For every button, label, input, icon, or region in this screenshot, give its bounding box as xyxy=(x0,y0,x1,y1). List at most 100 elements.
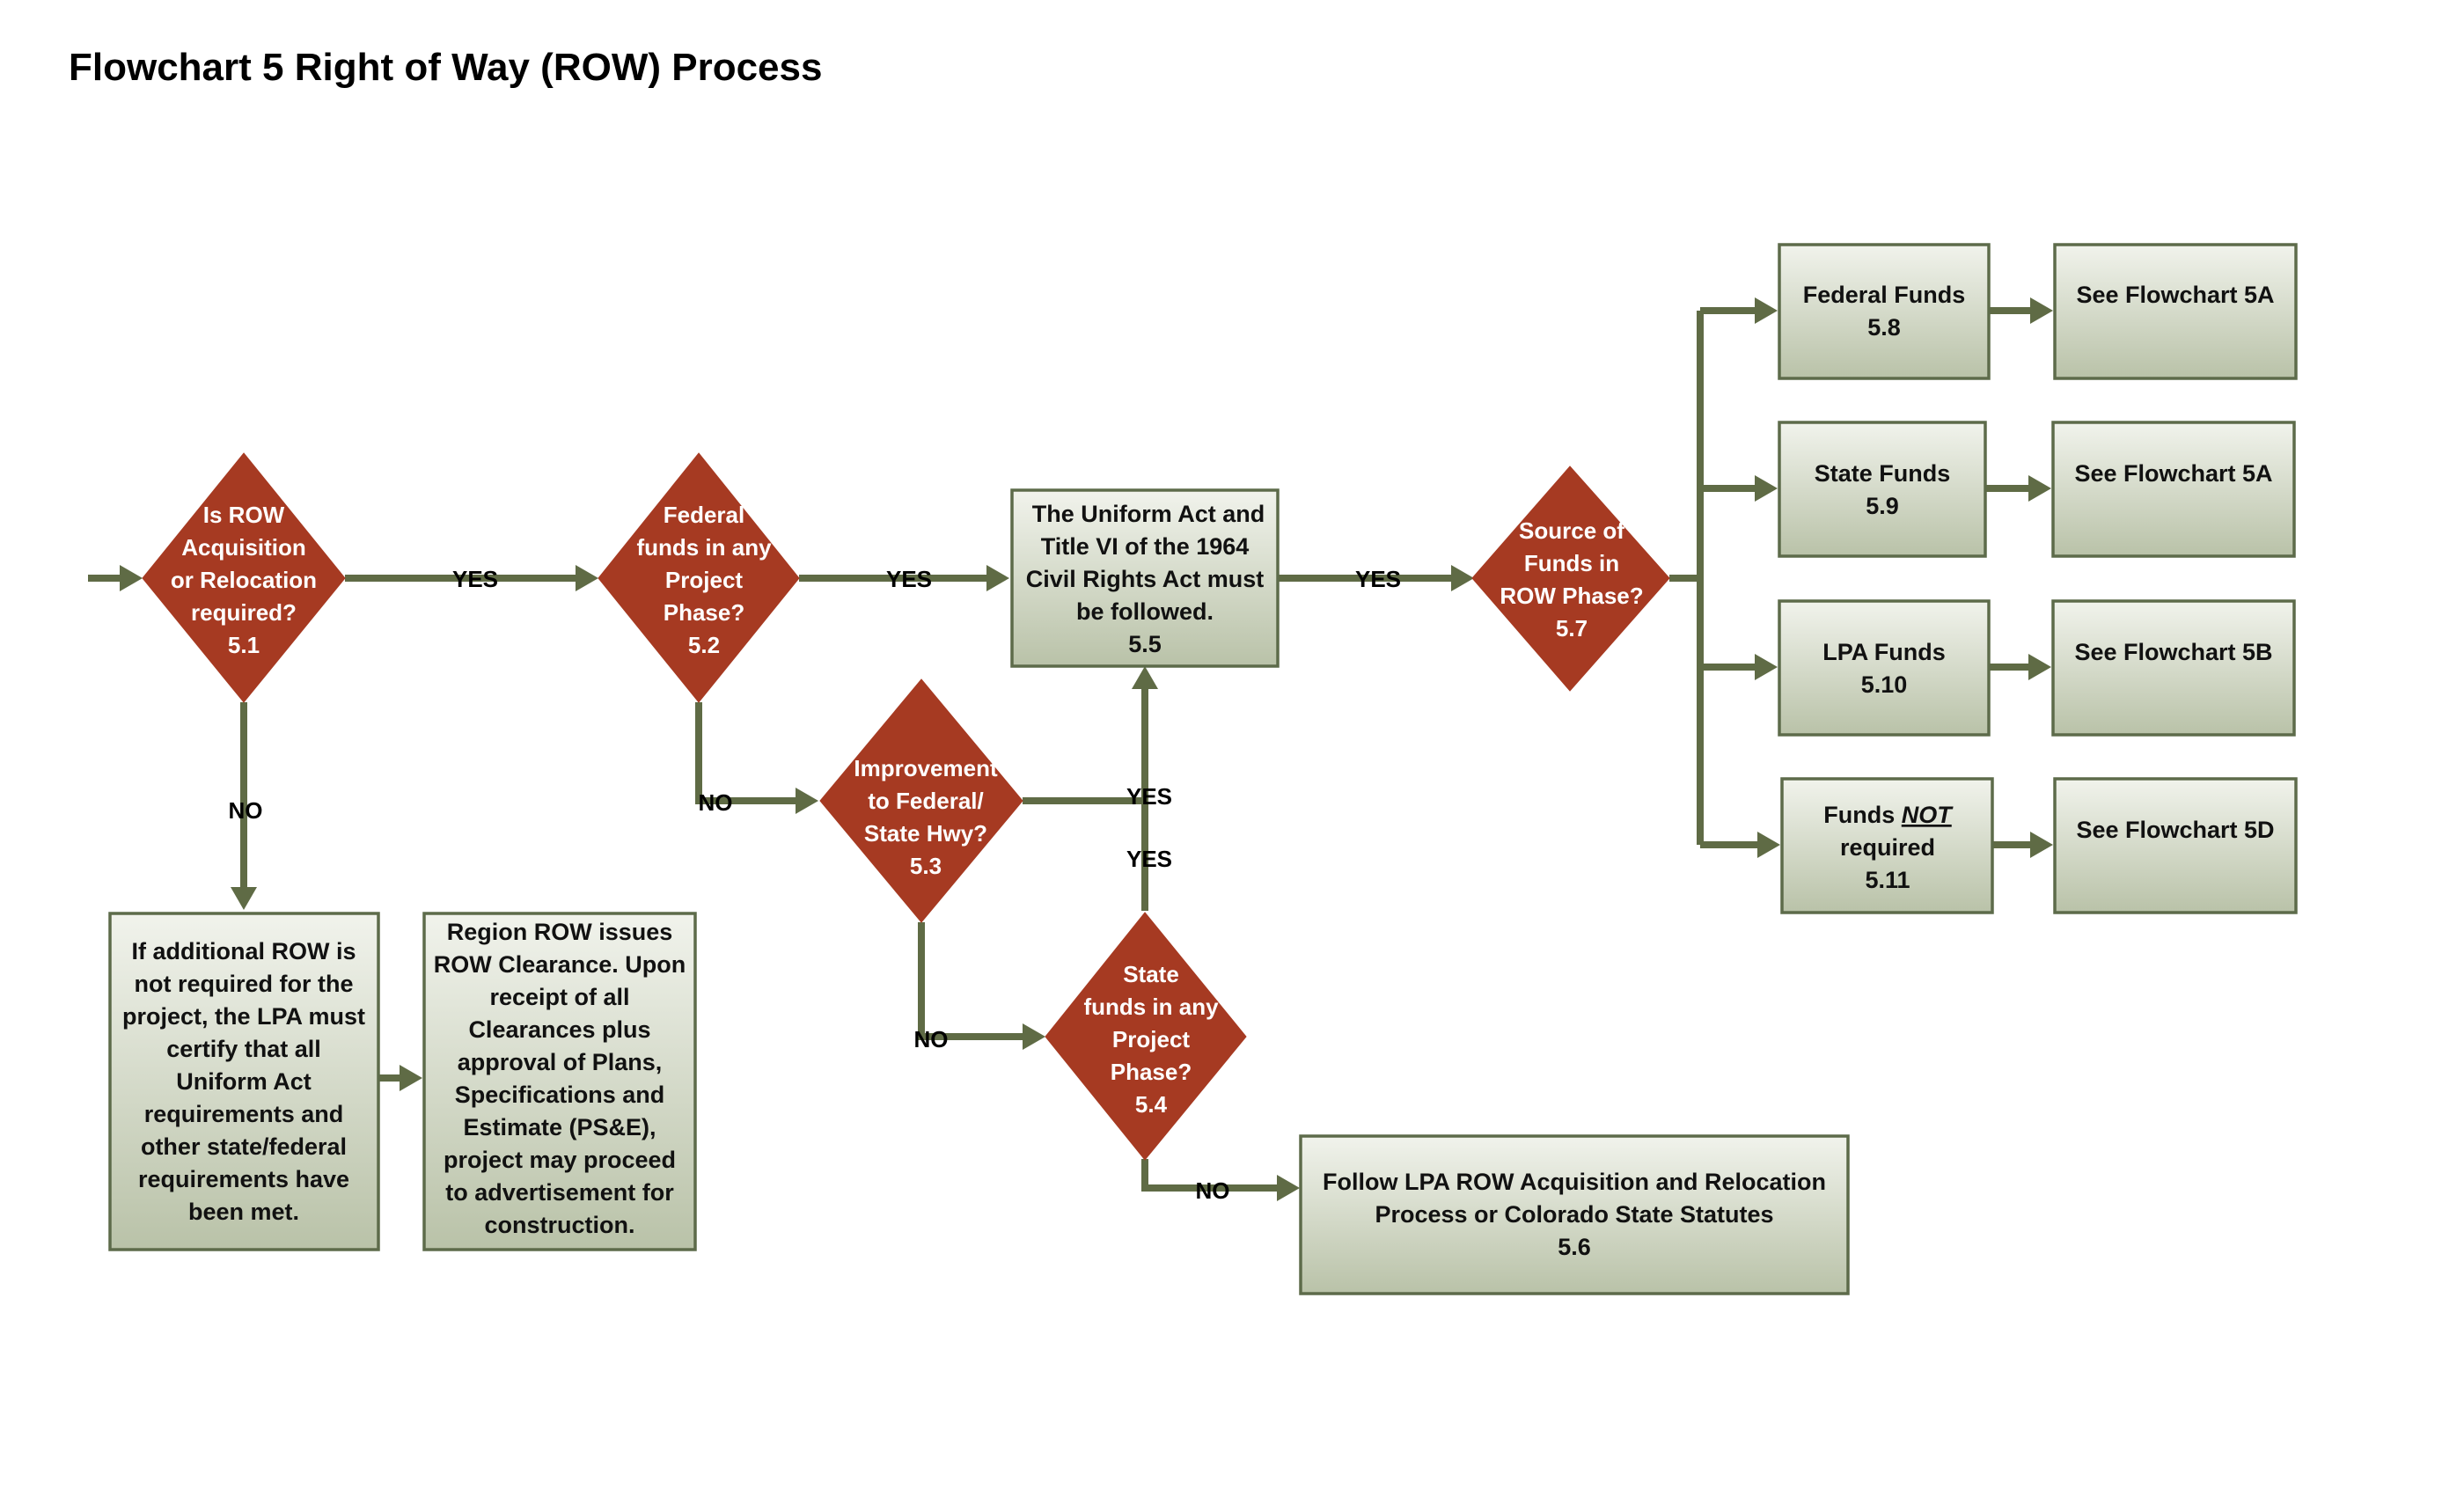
arrowhead xyxy=(2030,832,2053,858)
decision-text-line: funds in any xyxy=(636,534,772,561)
decision-text-line: Source of xyxy=(1519,517,1624,544)
arrowhead xyxy=(1451,565,1474,591)
process-text-line: Clearances plus xyxy=(468,1016,650,1043)
process-5-6 xyxy=(1299,1134,1850,1295)
decision-text-line: funds in any xyxy=(1083,994,1219,1020)
process-5-10 xyxy=(1778,599,1991,737)
decisions: Is ROW Acquisition or Relocation require… xyxy=(142,452,1670,1161)
connector-5-4-to-5-6 xyxy=(1141,1159,1278,1192)
arrowhead xyxy=(231,887,257,910)
decision-5-7-text: Source of Funds in ROW Phase? 5.7 xyxy=(1500,517,1643,642)
edge-label-no: NO xyxy=(914,1026,949,1052)
decision-5-3-text: Improvement to Federal/ State Hwy? 5.3 xyxy=(854,755,998,879)
decision-5-2 xyxy=(598,452,800,703)
process-certify-text: If additional ROW is not required for th… xyxy=(122,938,365,1225)
decision-text-line: Funds in xyxy=(1524,550,1619,576)
see-flowchart-5a-label: See Flowchart 5A xyxy=(2074,460,2272,487)
decision-5-3 xyxy=(819,678,1023,923)
process-5-5-text: The Uniform Act and Title VI of the 1964… xyxy=(1026,501,1265,657)
see-flowchart-5b-box xyxy=(2051,599,2296,737)
arrowhead xyxy=(796,788,818,814)
arrowhead xyxy=(1755,297,1778,324)
process-text-line: Federal Funds xyxy=(1803,282,1966,308)
decision-text-line: Acquisition xyxy=(181,534,306,561)
process-certify xyxy=(108,912,380,1251)
edge-label-no: NO xyxy=(1196,1177,1230,1204)
edge-label-no: NO xyxy=(229,797,263,824)
process-text-line: Title VI of the 1964 xyxy=(1041,533,1250,560)
decision-text-line: 5.4 xyxy=(1135,1091,1168,1118)
process-5-8-text: Federal Funds 5.8 xyxy=(1803,282,1966,341)
process-text-line: project may proceed xyxy=(444,1147,676,1173)
edge-label-yes: YES xyxy=(1126,783,1172,810)
see-flowchart-5b-label: See Flowchart 5B xyxy=(2074,639,2272,665)
decision-text-line: Improvement xyxy=(854,755,998,781)
edge-label-yes: YES xyxy=(886,566,932,592)
process-text-line: Estimate (PS&E), xyxy=(463,1114,656,1140)
process-text-line: requirements have xyxy=(138,1166,349,1192)
arrowhead xyxy=(2030,297,2053,324)
process-text-line: ROW Clearance. Upon xyxy=(434,951,686,978)
process-text-line: 5.11 xyxy=(1865,867,1910,893)
process-text-line: 5.5 xyxy=(1128,631,1162,657)
decision-text-line: required? xyxy=(191,599,297,626)
arrowhead xyxy=(986,565,1009,591)
process-text-line: 5.8 xyxy=(1867,314,1901,341)
process-text-line: Process or Colorado State Statutes xyxy=(1375,1201,1773,1228)
decision-text-line: Project xyxy=(665,567,743,593)
process-text-line: 5.6 xyxy=(1558,1234,1591,1260)
process-text-line: The Uniform Act and xyxy=(1032,501,1265,527)
process-text-line: been met. xyxy=(188,1199,299,1225)
connectors xyxy=(88,297,2053,1201)
decision-text-line: ROW Phase? xyxy=(1500,583,1643,609)
process-5-8 xyxy=(1778,243,1991,380)
decision-5-2-text: Federal funds in any Project Phase? 5.2 xyxy=(636,502,772,658)
process-text-line: Follow LPA ROW Acquisition and Relocatio… xyxy=(1323,1169,1826,1195)
process-text-line: required xyxy=(1840,834,1935,861)
process-text-line: approval of Plans, xyxy=(458,1049,663,1075)
decision-text-line: State Hwy? xyxy=(864,820,987,847)
decision-text-line: Phase? xyxy=(664,599,745,626)
edge-labels: YES NO YES NO YES YES NO NO YES xyxy=(229,566,1402,1204)
process-text-line: receipt of all xyxy=(489,984,629,1010)
decision-5-7 xyxy=(1471,466,1670,692)
process-text-line: requirements and xyxy=(144,1101,344,1127)
process-text-line: LPA Funds xyxy=(1822,639,1945,665)
process-5-9-text: State Funds 5.9 xyxy=(1815,460,1951,519)
connector-5-3-to-5-4 xyxy=(918,922,1023,1040)
decision-text-line: State xyxy=(1123,961,1179,987)
arrowhead xyxy=(400,1065,422,1091)
process-text-line: Funds NOT xyxy=(1823,802,1954,828)
see-flowchart-5a-label: See Flowchart 5A xyxy=(2076,282,2274,308)
processes: The Uniform Act and Title VI of the 1964… xyxy=(108,243,2298,1295)
process-5-5 xyxy=(1010,488,1280,668)
edge-label-yes: YES xyxy=(1355,566,1401,592)
process-5-11 xyxy=(1780,777,1994,914)
arrowhead xyxy=(1277,1175,1300,1201)
arrowhead xyxy=(1132,666,1158,689)
process-text-line: Specifications and xyxy=(455,1082,665,1108)
decision-5-1 xyxy=(142,452,346,703)
arrowhead xyxy=(120,565,143,591)
connector-5-2-to-5-3 xyxy=(695,702,796,804)
process-text-line: not required for the xyxy=(135,971,354,997)
edge-label-yes: YES xyxy=(1126,846,1172,872)
process-5-6-text: Follow LPA ROW Acquisition and Relocatio… xyxy=(1323,1169,1826,1260)
decision-text-line: Phase? xyxy=(1111,1059,1192,1085)
see-flowchart-5a-box xyxy=(2051,421,2296,558)
process-text-line: project, the LPA must xyxy=(122,1003,365,1030)
decision-text-line: Federal xyxy=(664,502,745,528)
process-text-line: 5.9 xyxy=(1866,493,1899,519)
process-clearance-text: Region ROW issues ROW Clearance. Upon re… xyxy=(434,919,686,1238)
decision-text-line: 5.7 xyxy=(1556,615,1588,642)
arrowhead xyxy=(2028,654,2051,680)
arrowhead xyxy=(1757,832,1780,858)
process-text-line: Uniform Act xyxy=(176,1068,312,1095)
process-text-line: to advertisement for xyxy=(445,1179,674,1206)
decision-text-line: Project xyxy=(1112,1026,1190,1052)
decision-text-line: 5.3 xyxy=(910,853,942,879)
decision-5-4-text: State funds in any Project Phase? 5.4 xyxy=(1083,961,1219,1118)
decision-text-line: 5.1 xyxy=(228,632,260,658)
decision-text-line: or Relocation xyxy=(171,567,317,593)
process-clearance xyxy=(422,912,697,1251)
